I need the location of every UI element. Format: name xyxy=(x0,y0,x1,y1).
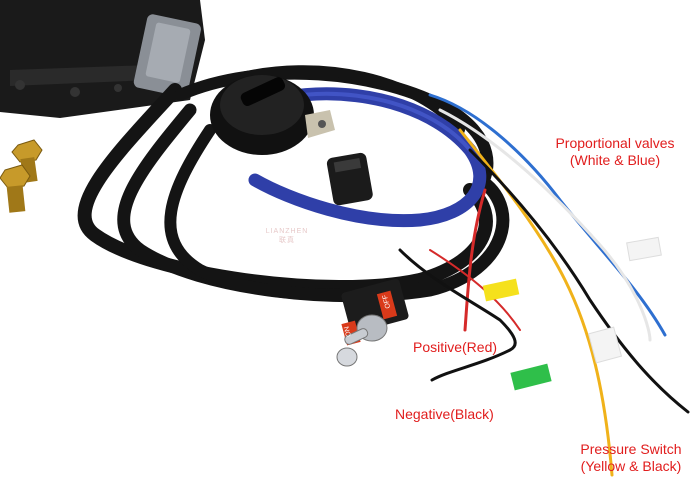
label-proportional-line1: Proportional valves xyxy=(555,135,675,151)
label-pressure-switch: Pressure Switch (Yellow & Black) xyxy=(566,441,696,475)
label-proportional-line2: (White & Blue) xyxy=(569,152,661,168)
small-connector xyxy=(326,152,373,206)
toggle-switch xyxy=(336,278,409,367)
watermark: LIANZHEN 联真 xyxy=(262,228,312,245)
watermark-brand: LIANZHEN xyxy=(265,228,309,235)
wire-tag-green xyxy=(510,363,552,391)
rotary-knob xyxy=(210,75,335,155)
wire-tag-yellow xyxy=(482,278,520,302)
wire-tag-white xyxy=(626,236,662,262)
wire-tag-white-2 xyxy=(587,326,623,364)
label-pressure-line2: (Yellow & Black) xyxy=(580,458,682,474)
label-negative: Negative(Black) xyxy=(395,406,494,422)
label-proportional-valves: Proportional valves (White & Blue) xyxy=(540,135,690,169)
label-positive: Positive(Red) xyxy=(413,339,498,355)
thin-wires xyxy=(398,93,690,477)
watermark-sub: 联真 xyxy=(279,237,295,244)
label-pressure-line1: Pressure Switch xyxy=(580,441,682,457)
grey-plug-connector xyxy=(133,14,201,97)
bolt-2 xyxy=(0,164,31,213)
